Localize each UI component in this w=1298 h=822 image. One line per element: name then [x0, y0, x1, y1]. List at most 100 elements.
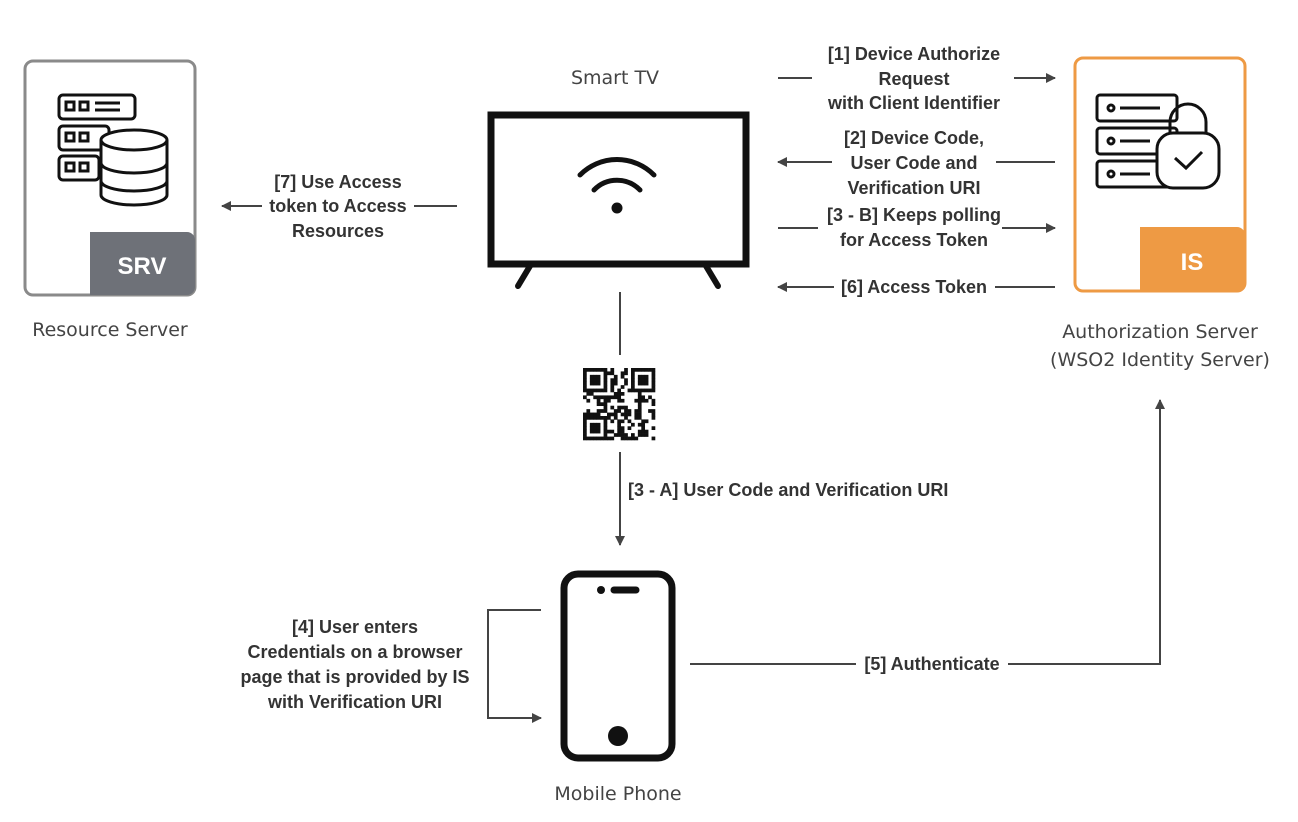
- qr-module: [648, 368, 652, 372]
- qr-module: [644, 429, 649, 434]
- qr-module: [651, 426, 656, 431]
- qr-module: [644, 381, 649, 386]
- resource-server-label: Resource Server: [32, 319, 188, 341]
- smart-tv-icon: [487, 111, 750, 289]
- qr-module: [641, 422, 646, 427]
- qr-module: [637, 433, 642, 437]
- qr-module: [641, 433, 646, 437]
- qr-module: [637, 388, 642, 393]
- qr-module: [617, 433, 622, 437]
- qr-module: [624, 412, 628, 417]
- qr-module: [607, 436, 611, 441]
- qr-module: [617, 398, 622, 403]
- qr-module: [651, 436, 656, 441]
- qr-module: [651, 378, 656, 383]
- qr-module: [620, 392, 625, 396]
- qr-module: [624, 433, 628, 437]
- qr-module: [627, 426, 632, 431]
- qr-module: [593, 388, 598, 393]
- qr-module: [624, 368, 628, 372]
- qr-module: [603, 371, 608, 376]
- database-server-icon: [57, 93, 169, 207]
- qr-module: [596, 436, 601, 441]
- auth-server-label-2: (WSO2 Identity Server): [1050, 349, 1270, 371]
- qr-module: [637, 409, 642, 413]
- step1-line: [1] Device Authorize: [828, 44, 1000, 64]
- qr-module: [583, 422, 587, 427]
- mobile-phone-label: Mobile Phone: [554, 783, 681, 805]
- qr-module: [620, 398, 625, 403]
- qr-module: [589, 388, 594, 393]
- qr-module: [610, 378, 615, 383]
- qr-module: [627, 412, 632, 417]
- step4-line: with Verification URI: [267, 692, 442, 712]
- qr-module: [603, 419, 608, 424]
- qr-module: [617, 388, 622, 393]
- qr-module: [651, 398, 656, 403]
- qr-module: [620, 419, 625, 424]
- qr-module: [627, 388, 632, 393]
- qr-module: [603, 405, 608, 410]
- qr-module: [586, 392, 591, 396]
- qr-module: [620, 433, 625, 437]
- qr-module: [596, 395, 601, 400]
- qr-module: [586, 409, 591, 413]
- qr-module: [603, 385, 608, 389]
- qr-module: [644, 398, 649, 403]
- qr-module: [596, 429, 601, 434]
- qr-module: [651, 374, 656, 379]
- qr-module: [603, 368, 608, 372]
- qr-module: [637, 398, 642, 403]
- qr-module: [620, 436, 625, 441]
- qr-module: [617, 422, 622, 427]
- qr-module: [634, 388, 639, 393]
- qr-module: [617, 392, 622, 396]
- qr-module: [583, 368, 587, 372]
- qr-module: [593, 381, 598, 386]
- qr-module: [637, 368, 642, 372]
- auth-server-node: IS: [1073, 56, 1247, 293]
- qr-module: [586, 368, 591, 372]
- qr-module: [651, 409, 656, 413]
- mobile-phone-icon: [560, 570, 676, 762]
- qr-module: [603, 416, 608, 420]
- qr-module: [634, 398, 639, 403]
- qr-module: [583, 371, 587, 376]
- qr-module: [596, 412, 601, 417]
- qr-module: [610, 385, 615, 389]
- qr-module: [607, 371, 611, 376]
- qr-module: [631, 436, 635, 441]
- step3a-line: [3 - A] User Code and Verification URI: [628, 480, 948, 500]
- qr-module: [641, 398, 646, 403]
- qr-module: [593, 416, 598, 420]
- qr-module: [589, 429, 594, 434]
- qr-module: [624, 405, 628, 410]
- qr-module: [613, 374, 618, 379]
- qr-module: [637, 381, 642, 386]
- qr-module: [631, 381, 635, 386]
- qr-module: [589, 416, 594, 420]
- qr-module: [644, 388, 649, 393]
- qr-module: [610, 419, 615, 424]
- qr-module: [583, 378, 587, 383]
- qr-module: [589, 368, 594, 372]
- qr-module: [637, 412, 642, 417]
- qr-module: [627, 409, 632, 413]
- qr-module: [603, 395, 608, 400]
- step5-line: [5] Authenticate: [864, 654, 999, 674]
- qr-module: [596, 416, 601, 420]
- smart-tv-label: Smart TV: [571, 67, 659, 89]
- qr-module: [641, 374, 646, 379]
- qr-module: [651, 368, 656, 372]
- step6-line: [6] Access Token: [841, 277, 987, 297]
- qr-module: [596, 388, 601, 393]
- qr-module: [631, 368, 635, 372]
- qr-module: [648, 388, 652, 393]
- qr-module: [627, 419, 632, 424]
- qr-module: [607, 416, 611, 420]
- qr-module: [593, 412, 598, 417]
- qr-module: [644, 378, 649, 383]
- qr-module: [651, 385, 656, 389]
- qr-module: [603, 388, 608, 393]
- qr-module: [603, 429, 608, 434]
